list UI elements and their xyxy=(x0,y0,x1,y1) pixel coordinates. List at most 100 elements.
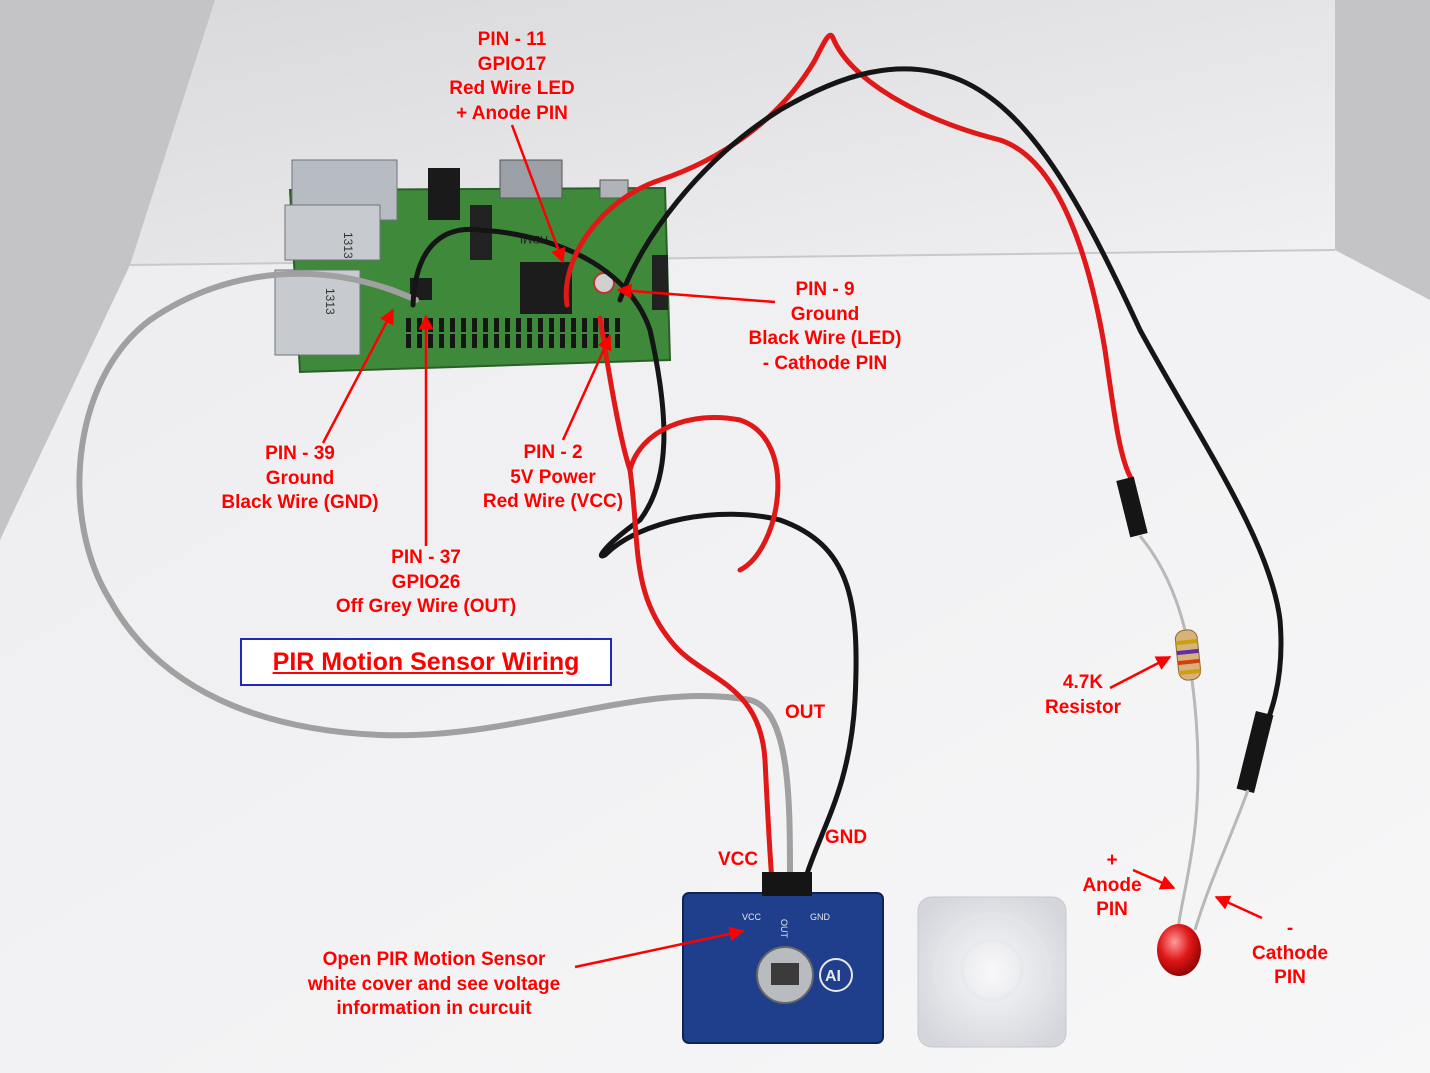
sensor-logo: AI xyxy=(825,968,841,985)
micro-usb-port xyxy=(599,179,629,199)
label-out: OUT xyxy=(784,702,826,723)
label-sensor-note-line2: white cover and see voltage xyxy=(307,973,561,995)
gpio-pin xyxy=(527,318,532,332)
gpio-pin xyxy=(571,334,576,348)
arrow-pin2 xyxy=(561,334,612,441)
gpio-pin xyxy=(483,334,488,348)
gpio-pin xyxy=(483,318,488,332)
label-pin39: PIN - 39 Ground Black Wire (GND) xyxy=(200,442,400,516)
label-pin39-line3: Black Wire (GND) xyxy=(221,492,379,513)
arrow-pin39 xyxy=(321,308,395,444)
diagram-title: PIR Motion Sensor Wiring xyxy=(272,647,580,676)
gpio-pin xyxy=(615,334,620,348)
gpio-pin xyxy=(527,334,532,348)
gpio-pin xyxy=(560,318,565,332)
pir-sensor-module: VCC OUT GND AI xyxy=(682,872,884,1044)
red-wire-loop xyxy=(627,414,781,573)
resistor-bands xyxy=(1175,638,1201,676)
usb-label-bottom: 1313 xyxy=(323,288,337,315)
gpio-pin xyxy=(428,334,433,348)
audio-jack xyxy=(428,168,460,220)
dupont-connector-red xyxy=(1116,476,1148,538)
label-resistor-line1: 4.7K xyxy=(1062,672,1104,693)
gpio-pin xyxy=(439,334,444,348)
label-pin2-line2: 5V Power xyxy=(510,466,596,488)
label-pin2: PIN - 2 5V Power Red Wire (VCC) xyxy=(468,441,638,515)
gpio-pin xyxy=(494,334,499,348)
sensor-pin-gnd: GND xyxy=(810,912,831,922)
gpio-pin xyxy=(406,318,411,332)
label-pin39-line2: Ground xyxy=(265,467,335,489)
label-pin9-line2: Ground xyxy=(790,303,860,325)
label-pin37: PIN - 37 GPIO26 Off Grey Wire (OUT) xyxy=(316,546,536,620)
arrow-resistor xyxy=(1109,655,1172,690)
label-pin9-line4: - Cathode PIN xyxy=(762,352,888,374)
label-pin11-line3: Red Wire LED xyxy=(449,78,575,99)
gpio-pin xyxy=(571,318,576,332)
gpio-pin xyxy=(538,334,543,348)
gpio-pin xyxy=(593,334,598,348)
gpio-pin xyxy=(582,318,587,332)
gpio-pin xyxy=(461,318,466,332)
label-pin11-line4: + Anode PIN xyxy=(456,102,568,124)
red-wire-vcc xyxy=(597,315,775,883)
label-pin37-line2: GPIO26 xyxy=(391,571,461,593)
gpio-pin xyxy=(461,334,466,348)
label-resistor-line2: Resistor xyxy=(1044,696,1122,718)
label-pin2-line3: Red Wire (VCC) xyxy=(482,491,624,512)
gpio-pin xyxy=(494,318,499,332)
label-gnd: GND xyxy=(824,827,868,848)
usb-port-top xyxy=(284,204,381,261)
label-cathode-line1: - xyxy=(1286,918,1294,939)
label-anode: + Anode PIN xyxy=(1072,849,1152,923)
label-resistor: 4.7K Resistor xyxy=(1028,671,1138,720)
grey-wire-out xyxy=(76,270,793,881)
gpio-pin xyxy=(417,334,422,348)
black-wire-led xyxy=(617,66,1284,743)
label-vcc: VCC xyxy=(717,849,759,870)
label-pin39-line1: PIN - 39 xyxy=(265,443,335,464)
usb-label-top: 1313 xyxy=(341,232,355,259)
gpio-pin xyxy=(549,334,554,348)
arrow-pin9 xyxy=(616,283,776,304)
wires xyxy=(76,32,1284,883)
gpio-pin xyxy=(439,318,444,332)
label-pin2-line1: PIN - 2 xyxy=(523,442,583,463)
gpio-pin xyxy=(505,334,510,348)
label-cathode-line3: PIN xyxy=(1274,967,1306,988)
arrow-anode xyxy=(1132,868,1176,890)
arrow-sensor-note xyxy=(574,926,745,969)
gpio-pin xyxy=(538,318,543,332)
label-sensor-note-line3: information in curcuit xyxy=(336,998,532,1019)
label-cathode: - Cathode PIN xyxy=(1240,917,1340,991)
red-led xyxy=(1157,924,1201,976)
sensor-header-pins xyxy=(762,872,812,896)
dupont-connector-black xyxy=(1236,711,1274,793)
label-anode-line2: Anode xyxy=(1082,874,1142,896)
arrow-cathode xyxy=(1214,895,1263,920)
gpio-pin xyxy=(450,334,455,348)
label-pin37-line1: PIN - 37 xyxy=(391,547,461,568)
label-cathode-line2: Cathode xyxy=(1252,942,1328,964)
label-sensor-note: Open PIR Motion Sensor white cover and s… xyxy=(284,948,584,1022)
red-wire-led xyxy=(563,32,1135,483)
raspberry-logo xyxy=(593,272,615,294)
gpio-pin xyxy=(593,318,598,332)
display-connector xyxy=(652,255,668,310)
resistor-leads xyxy=(1138,535,1250,931)
label-pin11-line1: PIN - 11 xyxy=(477,29,547,50)
label-pin9-line3: Black Wire (LED) xyxy=(748,328,902,349)
gpio-pin xyxy=(516,318,521,332)
label-sensor-note-line1: Open PIR Motion Sensor xyxy=(322,949,546,970)
gpio-pin xyxy=(428,318,433,332)
sensor-pin-out: OUT xyxy=(779,919,789,939)
usb-port-bottom xyxy=(274,269,361,356)
label-anode-line1: + xyxy=(1106,850,1118,871)
diagram-title-box: PIR Motion Sensor Wiring xyxy=(240,638,612,686)
soc-chip xyxy=(520,262,572,314)
arrow-pin11 xyxy=(510,124,566,264)
label-pin9: PIN - 9 Ground Black Wire (LED) - Cathod… xyxy=(725,278,925,376)
gpio-pin xyxy=(472,318,477,332)
